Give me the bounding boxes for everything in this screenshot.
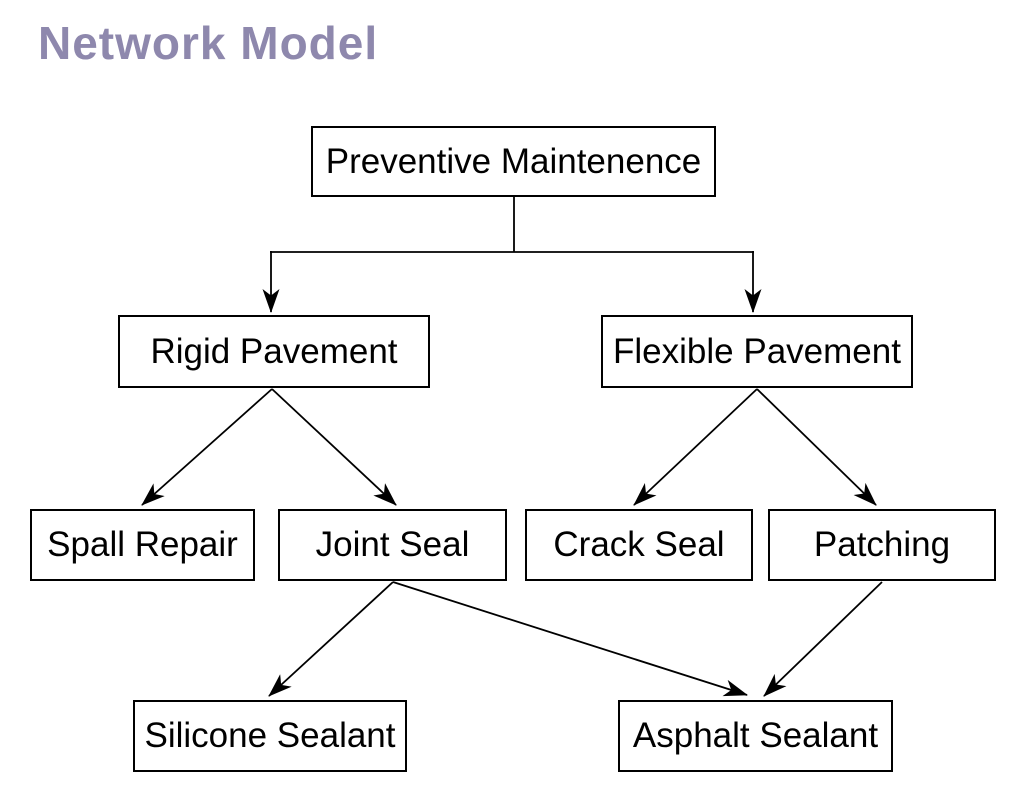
- node-asphalt-sealant: Asphalt Sealant: [618, 700, 893, 772]
- edge-joint-to-silicone: [268, 581, 394, 697]
- edge-flexible-to-patching: [756, 388, 877, 506]
- node-patching: Patching: [768, 509, 996, 581]
- node-joint-seal: Joint Seal: [278, 509, 507, 581]
- edge-patching-to-asphalt: [763, 581, 883, 697]
- node-rigid-pavement: Rigid Pavement: [118, 315, 430, 388]
- node-label: Joint Seal: [315, 525, 470, 564]
- edge-rigid-to-spall: [141, 388, 273, 506]
- node-spall-repair: Spall Repair: [30, 509, 255, 581]
- node-label: Asphalt Sealant: [632, 716, 879, 755]
- node-label: Preventive Maintenence: [325, 141, 702, 181]
- node-silicone-sealant: Silicone Sealant: [133, 700, 407, 772]
- node-label: Patching: [813, 525, 951, 564]
- edge-rigid-to-joint: [271, 388, 397, 506]
- node-label: Flexible Pavement: [613, 331, 901, 371]
- node-label: Rigid Pavement: [150, 331, 398, 371]
- node-label: Spall Repair: [47, 525, 238, 564]
- edge-joint-to-asphalt: [392, 581, 748, 697]
- node-crack-seal: Crack Seal: [525, 509, 753, 581]
- node-label: Silicone Sealant: [144, 716, 396, 755]
- node-flexible-pavement: Flexible Pavement: [601, 315, 913, 388]
- edge-flexible-to-crack: [633, 388, 758, 506]
- page-title: Network Model: [38, 17, 379, 69]
- node-preventive-maintenence: Preventive Maintenence: [311, 126, 716, 197]
- node-label: Crack Seal: [553, 525, 725, 564]
